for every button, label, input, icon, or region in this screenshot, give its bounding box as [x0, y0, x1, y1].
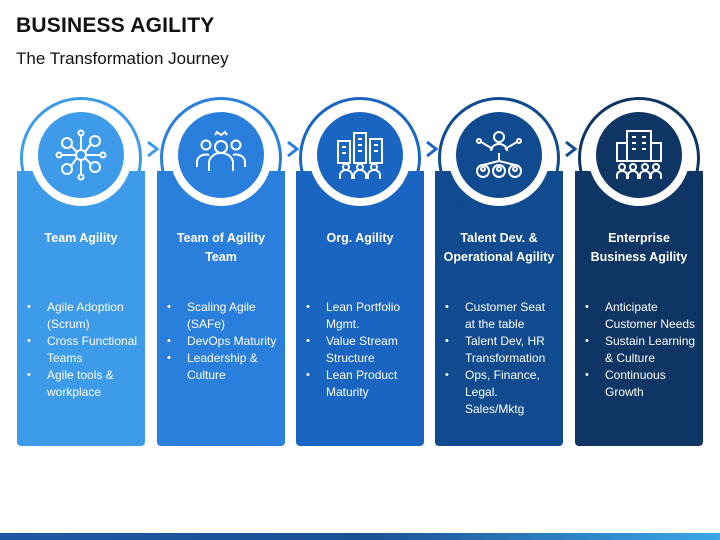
chevron-right-icon [565, 140, 578, 158]
chevron-right-icon [287, 140, 300, 158]
list-item: Scaling Agile (SAFe) [167, 299, 279, 333]
stage-title: Team of Agility Team [176, 231, 266, 264]
list-item: Agile Adoption (Scrum) [27, 299, 139, 333]
stage-title: Talent Dev. & Operational Agility [443, 231, 555, 264]
enterprise-building-icon [596, 112, 682, 198]
list-item: Value Stream Structure [306, 333, 418, 367]
list-item: Lean Portfolio Mgmt. [306, 299, 418, 333]
stage-icon-circle [309, 104, 411, 206]
stage-list: Customer Seat at the table Talent Dev, H… [445, 299, 557, 418]
stage-card-enterprise-agility: Enterprise Business Agility Anticipate C… [575, 171, 703, 446]
stage-title: Enterprise Business Agility [590, 231, 688, 264]
list-item: Anticipate Customer Needs [585, 299, 697, 333]
stage-icon-circle [448, 104, 550, 206]
stage-list: Anticipate Customer Needs Sustain Learni… [585, 299, 697, 401]
list-item: DevOps Maturity [167, 333, 279, 350]
list-item: Agile tools & workplace [27, 367, 139, 401]
stage-list: Lean Portfolio Mgmt. Value Stream Struct… [306, 299, 418, 401]
stage-arc [578, 97, 700, 219]
list-item: Continuous Growth [585, 367, 697, 401]
chevron-right-icon [426, 140, 439, 158]
chevron-right-icon [147, 140, 160, 158]
page-title: BUSINESS AGILITY [16, 14, 215, 37]
stage-arc [438, 97, 560, 219]
footer-accent-bar [0, 533, 720, 540]
page-subtitle: The Transformation Journey [16, 49, 229, 68]
stage-list: Scaling Agile (SAFe) DevOps Maturity Lea… [167, 299, 279, 384]
list-item: Cross Functional Teams [27, 333, 139, 367]
stage-arc [20, 97, 142, 219]
stage-list: Agile Adoption (Scrum) Cross Functional … [27, 299, 139, 401]
list-item: Talent Dev, HR Transformation [445, 333, 557, 367]
list-item: Lean Product Maturity [306, 367, 418, 401]
list-item: Leadership & Culture [167, 350, 279, 384]
stage-icon-circle [170, 104, 272, 206]
list-item: Customer Seat at the table [445, 299, 557, 333]
list-item: Ops, Finance, Legal. Sales/Mktg [445, 367, 557, 418]
stage-icon-circle [588, 104, 690, 206]
stage-title: Org. Agility [326, 231, 394, 245]
stage-title: Team Agility [44, 231, 118, 245]
network-people-icon [38, 112, 124, 198]
list-item: Sustain Learning & Culture [585, 333, 697, 367]
city-people-icon [317, 112, 403, 198]
team-group-icon [178, 112, 264, 198]
stage-arc [299, 97, 421, 219]
stage-icon-circle [30, 104, 132, 206]
stage-arc [160, 97, 282, 219]
talent-network-icon [456, 112, 542, 198]
